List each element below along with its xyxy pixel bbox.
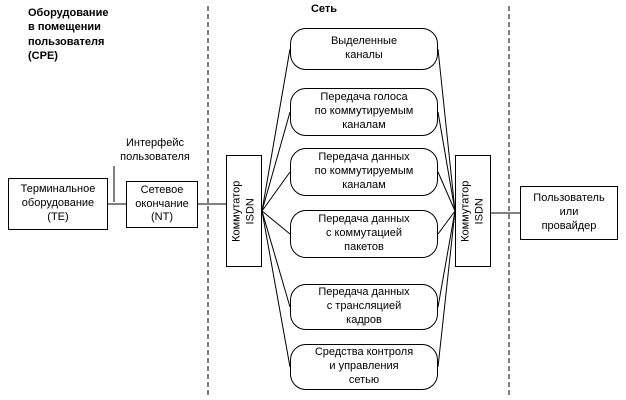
service-packet-switched-data: Передача данных с коммутацией пакетов: [290, 210, 438, 258]
cpe-zone-label: Оборудование в помещении пользователя (С…: [28, 7, 109, 62]
isdn-switch-left-box: Коммутатор ISDN: [226, 155, 262, 267]
network-zone-label: Сеть: [310, 3, 338, 15]
service-dedicated-channels: Выделенные каналы: [290, 28, 438, 70]
service-network-management: Средства контроля и управления сетью: [290, 344, 438, 390]
isdn-switch-right-label: Коммутатор ISDN: [459, 180, 486, 242]
service-data-switched-channels: Передача данных по коммутируемым каналам: [290, 148, 438, 196]
isdn-switch-left-label: Коммутатор ISDN: [230, 180, 257, 242]
service-frame-relay-data: Передача данных с трансляцией кадров: [290, 284, 438, 330]
user-interface-label: Интерфейс пользователя: [120, 137, 190, 164]
terminal-equipment-box: Терминальное оборудование (ТЕ): [8, 178, 108, 230]
service-voice-switched-channels: Передача голоса по коммутируемым каналам: [290, 88, 438, 136]
isdn-switch-right-box: Коммутатор ISDN: [455, 155, 491, 267]
user-or-provider-box: Пользователь или провайдер: [520, 186, 618, 240]
network-termination-box: Сетевое окончание (NT): [126, 181, 198, 228]
